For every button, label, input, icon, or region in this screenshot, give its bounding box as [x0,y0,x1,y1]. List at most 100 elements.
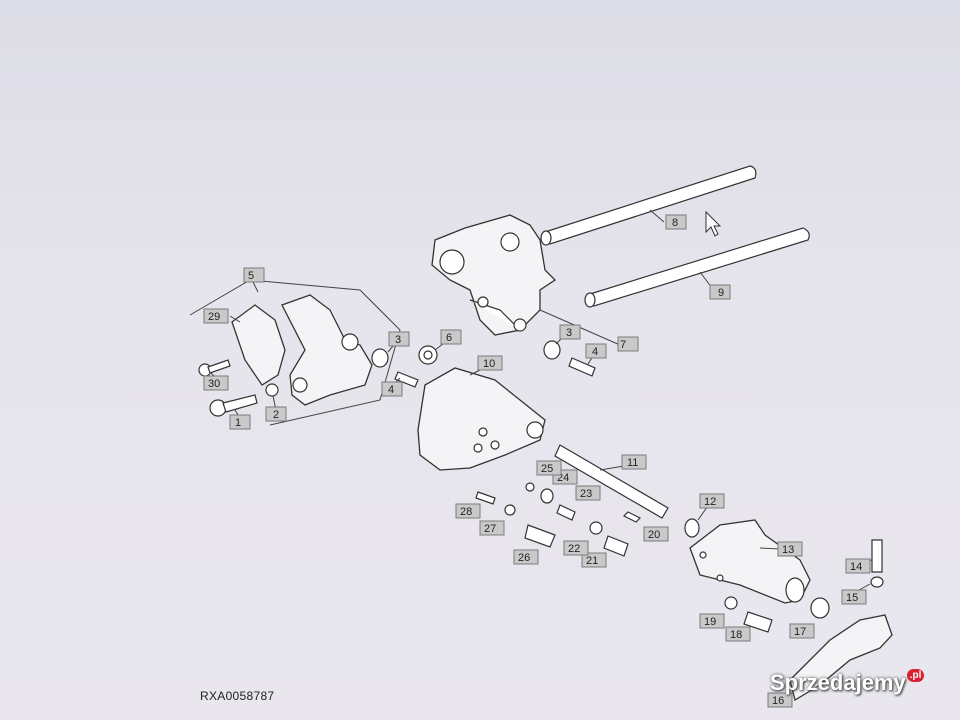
callout-3a: 3 [388,331,410,347]
callout-28: 28 [455,503,481,519]
shaft-housing-part-13 [689,519,811,604]
svg-text:6: 6 [446,332,452,344]
sector-housing-part-10 [417,367,546,471]
callout-3b: 3 [559,324,581,340]
arrow-cursor-icon [705,210,722,237]
spring-part-23 [556,504,576,521]
callout-5: 5 [243,267,265,283]
pin-part-28 [475,491,496,505]
watermark-text: Sprzedajemy [770,670,906,695]
svg-text:18: 18 [730,629,742,641]
plunger-part-24 [540,488,554,504]
callout-29: 29 [203,308,229,324]
callout-7: 7 [617,336,639,352]
svg-text:7: 7 [620,339,626,351]
callout-15: 15 [841,589,867,605]
callout-21: 21 [581,552,607,568]
callout-10: 10 [477,355,503,371]
callout-11: 11 [621,454,647,470]
svg-text:22: 22 [568,543,580,555]
washer-part-22 [589,521,603,535]
washer-part-15 [870,576,884,588]
callout-8: 8 [665,214,687,230]
callout-4b: 4 [585,343,607,359]
callout-20: 20 [643,526,669,542]
ball-part-25 [525,482,535,492]
callout-19: 19 [699,613,725,629]
callout-6: 6 [440,329,462,345]
washer-part-19 [724,596,738,610]
washer-part-27 [504,504,516,516]
plug-part-21 [603,535,629,557]
callout-2: 2 [265,406,287,422]
svg-text:19: 19 [704,616,716,628]
bushing-part-17 [810,597,830,619]
svg-text:2: 2 [273,409,279,421]
watermark-badge: .pl [906,669,925,682]
bracket-assembly [189,279,401,426]
svg-text:11: 11 [627,457,638,469]
bolt-part-30 [198,359,231,377]
pin-part-4a [394,371,419,388]
callout-27: 27 [479,520,505,536]
callout-12: 12 [699,493,725,509]
svg-text:30: 30 [208,378,220,390]
svg-text:16: 16 [772,695,784,707]
callout-23: 23 [575,485,601,501]
bushing-part-3b [543,340,561,360]
svg-text:5: 5 [248,270,254,282]
callout-16: 16 [767,692,793,708]
rod-part-8 [540,165,757,246]
svg-text:9: 9 [718,287,724,299]
pin-part-4b [568,357,596,377]
svg-text:23: 23 [580,488,592,500]
svg-text:13: 13 [782,544,794,556]
svg-text:15: 15 [846,592,858,604]
drawing-reference-code: RXA0058787 [200,689,275,703]
svg-text:4: 4 [592,346,598,358]
callout-30: 30 [203,375,229,391]
callout-14: 14 [845,558,871,574]
nut-part-2 [265,383,279,397]
svg-text:17: 17 [794,626,806,638]
bolt-part-18 [743,611,773,633]
svg-text:10: 10 [483,358,495,370]
arm-part-16 [789,614,893,702]
bolt-part-1 [209,394,258,417]
svg-text:12: 12 [704,496,716,508]
callout-25: 25 [536,460,562,476]
nut-part-6 [418,345,438,365]
callout-26: 26 [513,549,539,565]
callout-22: 22 [563,540,589,556]
rod-part-9 [584,227,810,308]
callout-17: 17 [789,623,815,639]
callout-4a: 4 [381,381,403,397]
svg-text:29: 29 [208,311,220,323]
bolt-part-14 [871,539,883,573]
svg-text:4: 4 [388,384,394,396]
svg-text:14: 14 [850,561,862,573]
callout-9: 9 [709,284,731,300]
shaft-part-11 [554,444,669,519]
svg-text:27: 27 [484,523,496,535]
svg-text:8: 8 [672,217,678,229]
svg-text:1: 1 [235,417,241,429]
svg-text:20: 20 [648,529,660,541]
svg-text:3: 3 [566,327,572,339]
bushing-part-3a [371,348,389,368]
callout-13: 13 [777,541,803,557]
callout-18: 18 [725,626,751,642]
callout-1: 1 [229,414,251,430]
seal-ring-part-12 [684,518,700,538]
svg-text:28: 28 [460,506,472,518]
fitting-part-26 [524,524,556,548]
svg-text:26: 26 [518,552,530,564]
svg-text:21: 21 [586,555,598,567]
site-watermark: Sprzedajemy.pl [770,669,925,696]
svg-text:25: 25 [541,463,553,475]
svg-text:3: 3 [395,334,401,346]
key-part-20 [622,511,642,523]
housing-part [431,214,557,336]
